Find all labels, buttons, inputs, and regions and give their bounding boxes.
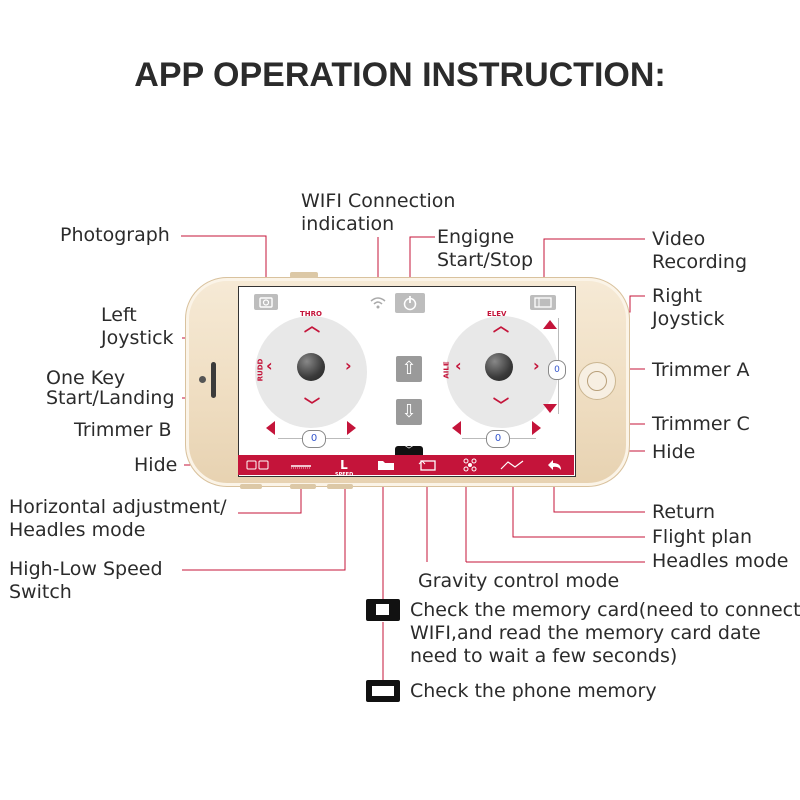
trimmer-c-right[interactable] — [532, 421, 541, 435]
chevron-right-icon: › — [533, 356, 540, 375]
hide-right-label: Hide — [652, 441, 696, 463]
memory-card-label-line3: need to wait a few seconds) — [410, 645, 678, 667]
memory-card-icon — [366, 599, 400, 621]
video-icon[interactable] — [530, 295, 556, 310]
right-joystick-label-line1: Right — [652, 285, 703, 307]
wifi-label-line1: WIFI Connection — [301, 190, 456, 212]
power-icon[interactable] — [395, 293, 425, 313]
right-joystick-knob[interactable] — [485, 353, 513, 381]
speed-label-line1: High-Low Speed — [9, 558, 163, 580]
left-joystick-label-line2: Joystick — [101, 327, 174, 349]
gravity-icon[interactable] — [452, 455, 488, 475]
engine-label-line1: Engigne — [437, 226, 515, 248]
speed-sub-label: SPEED — [335, 472, 354, 478]
flight-plan-label: Flight plan — [652, 526, 753, 548]
headles-mode-label: Headles mode — [652, 550, 789, 572]
left-joystick-knob[interactable] — [297, 353, 325, 381]
video-label-line2: Recording — [652, 251, 748, 273]
trimmer-c-value: 0 — [486, 430, 510, 448]
arrow-down-icon[interactable]: ⇩ — [396, 399, 422, 425]
phone-memory-label: Check the phone memory — [410, 680, 657, 702]
video-label-line1: Video — [652, 228, 706, 250]
speaker — [211, 362, 216, 398]
sd-card-icon[interactable] — [241, 455, 277, 475]
hide-chevron-icon[interactable]: ﹀ — [395, 446, 423, 456]
wifi-label-line2: indication — [301, 213, 395, 235]
trimmer-b-value: 0 — [302, 430, 326, 448]
rotate-icon[interactable] — [410, 455, 446, 475]
chevron-left-icon: ‹ — [266, 356, 273, 375]
folder-icon[interactable] — [368, 455, 404, 475]
wifi-icon — [369, 294, 387, 309]
page-title: APP OPERATION INSTRUCTION: — [134, 56, 666, 94]
side-button — [327, 484, 353, 489]
camera-icon[interactable] — [254, 294, 278, 310]
return-label: Return — [652, 501, 716, 523]
return-icon[interactable] — [536, 455, 572, 475]
trimmer-b-left[interactable] — [266, 421, 275, 435]
onekey-label-line1: One Key — [46, 367, 126, 389]
bottom-toolbar — [238, 455, 574, 475]
home-button — [578, 362, 616, 400]
speed-icon[interactable]: L SPEED — [326, 455, 362, 478]
onekey-label-line2: Start/Landing — [46, 387, 175, 409]
chevron-down-icon: ﹀ — [304, 396, 321, 415]
trimmer-c-left[interactable] — [452, 421, 461, 435]
phone-memory-icon — [366, 680, 400, 702]
speed-label-line2: Switch — [9, 581, 72, 603]
chevron-left-icon: ‹ — [455, 356, 462, 375]
side-button — [290, 484, 316, 489]
right-joystick-label-line2: Joystick — [652, 308, 725, 330]
trimmer-c-label: Trimmer C — [652, 413, 750, 435]
hide-left-label: Hide — [134, 454, 178, 476]
trimmer-b-label: Trimmer B — [74, 419, 172, 441]
side-button — [240, 484, 262, 489]
rudd-label: RUDD — [256, 358, 265, 382]
photograph-label: Photograph — [60, 224, 170, 246]
horizontal-adjust-icon[interactable] — [283, 455, 319, 475]
chevron-down-icon: ﹀ — [493, 396, 510, 415]
engine-label-line2: Start/Stop — [437, 249, 534, 271]
trimmer-a-label: Trimmer A — [652, 359, 750, 381]
left-joystick-label-line1: Left — [101, 304, 137, 326]
horizontal-label-line2: Headles mode — [9, 519, 146, 541]
trimmer-a-up[interactable] — [543, 320, 557, 329]
chevron-right-icon: › — [345, 356, 352, 375]
flight-plan-icon[interactable] — [494, 455, 530, 475]
thro-label: THRO — [300, 310, 322, 318]
trimmer-a-down[interactable] — [543, 404, 557, 413]
chevron-up-icon: ︿ — [304, 316, 321, 335]
memory-card-label-line2: WIFI,and read the memory card date — [410, 622, 761, 644]
volume-button — [290, 272, 318, 278]
trimmer-b-right[interactable] — [347, 421, 356, 435]
horizontal-label-line1: Horizontal adjustment/ — [9, 496, 227, 518]
arrow-up-icon[interactable]: ⇧ — [396, 356, 422, 382]
front-camera — [199, 376, 206, 383]
gravity-label: Gravity control mode — [418, 570, 620, 592]
chevron-up-icon: ︿ — [493, 316, 510, 335]
elev-label: ELEV — [487, 310, 507, 318]
speed-label: L — [340, 458, 348, 472]
memory-card-label-line1: Check the memory card(need to connect — [410, 599, 800, 621]
aile-label: AILE — [442, 361, 451, 379]
trimmer-a-value: 0 — [548, 360, 566, 380]
